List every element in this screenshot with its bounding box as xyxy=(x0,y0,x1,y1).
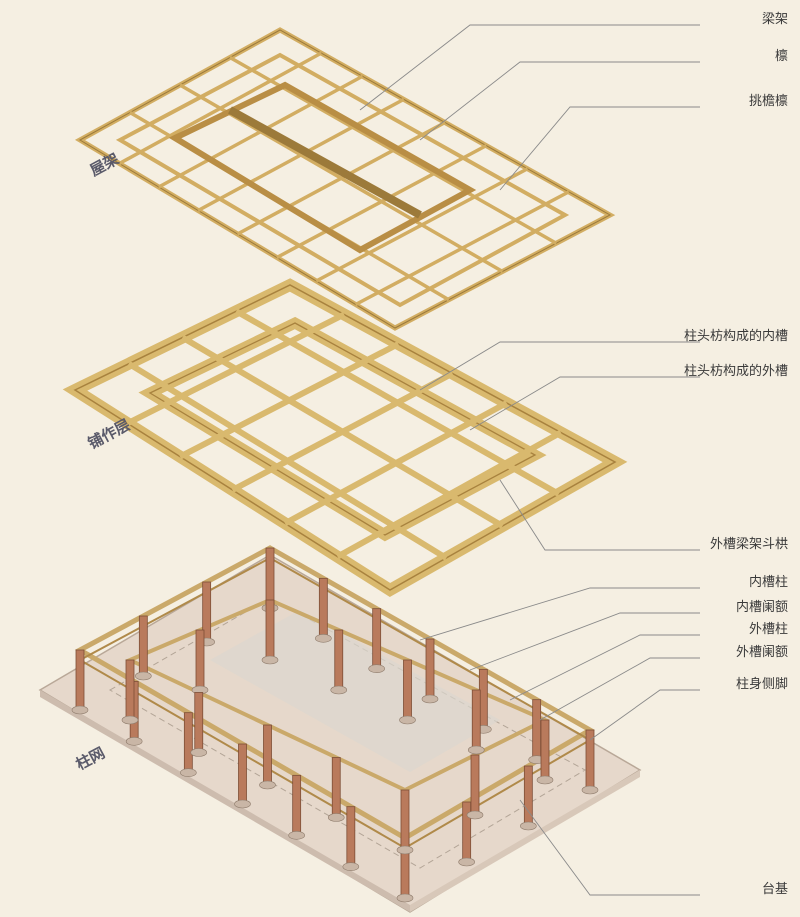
leader-line xyxy=(519,799,700,896)
column xyxy=(462,801,472,863)
column xyxy=(263,724,272,786)
callout-outer-bracket: 外槽梁架斗栱 xyxy=(709,537,788,552)
column xyxy=(346,806,356,868)
bracket-beam xyxy=(180,334,505,529)
column-base xyxy=(466,810,484,820)
column xyxy=(318,577,328,639)
column-base xyxy=(261,655,279,665)
leader-line xyxy=(509,634,700,701)
column xyxy=(400,789,410,851)
column-base xyxy=(121,715,139,725)
column xyxy=(523,765,533,827)
callout-inner-architrave: 内槽阑额 xyxy=(735,600,788,615)
column-base xyxy=(234,799,251,809)
column xyxy=(471,689,481,751)
leader-line xyxy=(539,657,700,721)
columns xyxy=(71,547,599,903)
column xyxy=(331,757,341,818)
leader-line xyxy=(419,61,700,141)
leader-line xyxy=(419,587,700,641)
bracket-beam xyxy=(234,308,561,497)
callout-outer-trough: 柱头枋构成的外槽 xyxy=(683,364,788,379)
column-base xyxy=(315,634,332,643)
callout-beam-frame: 梁架 xyxy=(761,12,788,27)
bracket-layer xyxy=(62,278,628,597)
column-base xyxy=(396,893,414,903)
column xyxy=(334,629,344,691)
column-base xyxy=(71,705,89,715)
column-base xyxy=(458,857,475,867)
callout-eave-purlin: 挑檐檩 xyxy=(748,94,788,109)
leader-line xyxy=(499,106,700,191)
callout-inner-trough: 柱头枋构成的内槽 xyxy=(683,329,788,344)
column-base xyxy=(399,715,416,725)
column-base xyxy=(190,748,208,757)
column xyxy=(238,743,247,805)
column-base xyxy=(180,768,197,777)
column xyxy=(540,719,550,781)
column-base xyxy=(520,821,537,831)
column xyxy=(403,659,412,721)
leader-line xyxy=(499,479,700,551)
callout-purlin: 檩 xyxy=(774,49,788,64)
column-base xyxy=(421,694,439,704)
leader-line xyxy=(419,341,700,391)
column-base xyxy=(327,813,345,822)
callout-outer-architrave: 外槽阑额 xyxy=(735,645,788,660)
column xyxy=(372,608,382,670)
column-base xyxy=(467,745,485,755)
column-base xyxy=(259,780,276,790)
column-base xyxy=(125,737,143,746)
leader-line xyxy=(469,612,700,671)
column xyxy=(138,615,148,677)
callout-outer-column: 外槽柱 xyxy=(748,622,788,637)
column xyxy=(585,729,595,791)
column-base xyxy=(288,831,305,840)
column xyxy=(265,599,275,661)
column xyxy=(470,754,480,816)
column xyxy=(125,659,135,721)
leader-line xyxy=(589,689,700,741)
column xyxy=(532,699,542,761)
column xyxy=(194,692,204,753)
leader-line xyxy=(359,24,700,111)
leader-line xyxy=(469,376,700,431)
column xyxy=(265,547,275,609)
column-base xyxy=(368,664,385,673)
leader-lines xyxy=(359,24,700,896)
column-base xyxy=(330,685,348,695)
column xyxy=(183,712,193,774)
bracket-beam xyxy=(127,361,448,561)
column-base xyxy=(581,785,599,795)
column xyxy=(292,774,302,836)
callout-column-inclination: 柱身侧脚 xyxy=(735,677,788,692)
callout-inner-column: 内槽柱 xyxy=(748,575,788,590)
roof-frame xyxy=(74,27,616,331)
column-base xyxy=(135,671,152,681)
column xyxy=(75,649,85,711)
callout-platform: 台基 xyxy=(761,882,788,897)
column xyxy=(195,629,205,691)
column-base xyxy=(396,845,414,855)
column-base xyxy=(342,862,360,871)
column-base xyxy=(536,775,554,785)
column xyxy=(425,638,435,700)
